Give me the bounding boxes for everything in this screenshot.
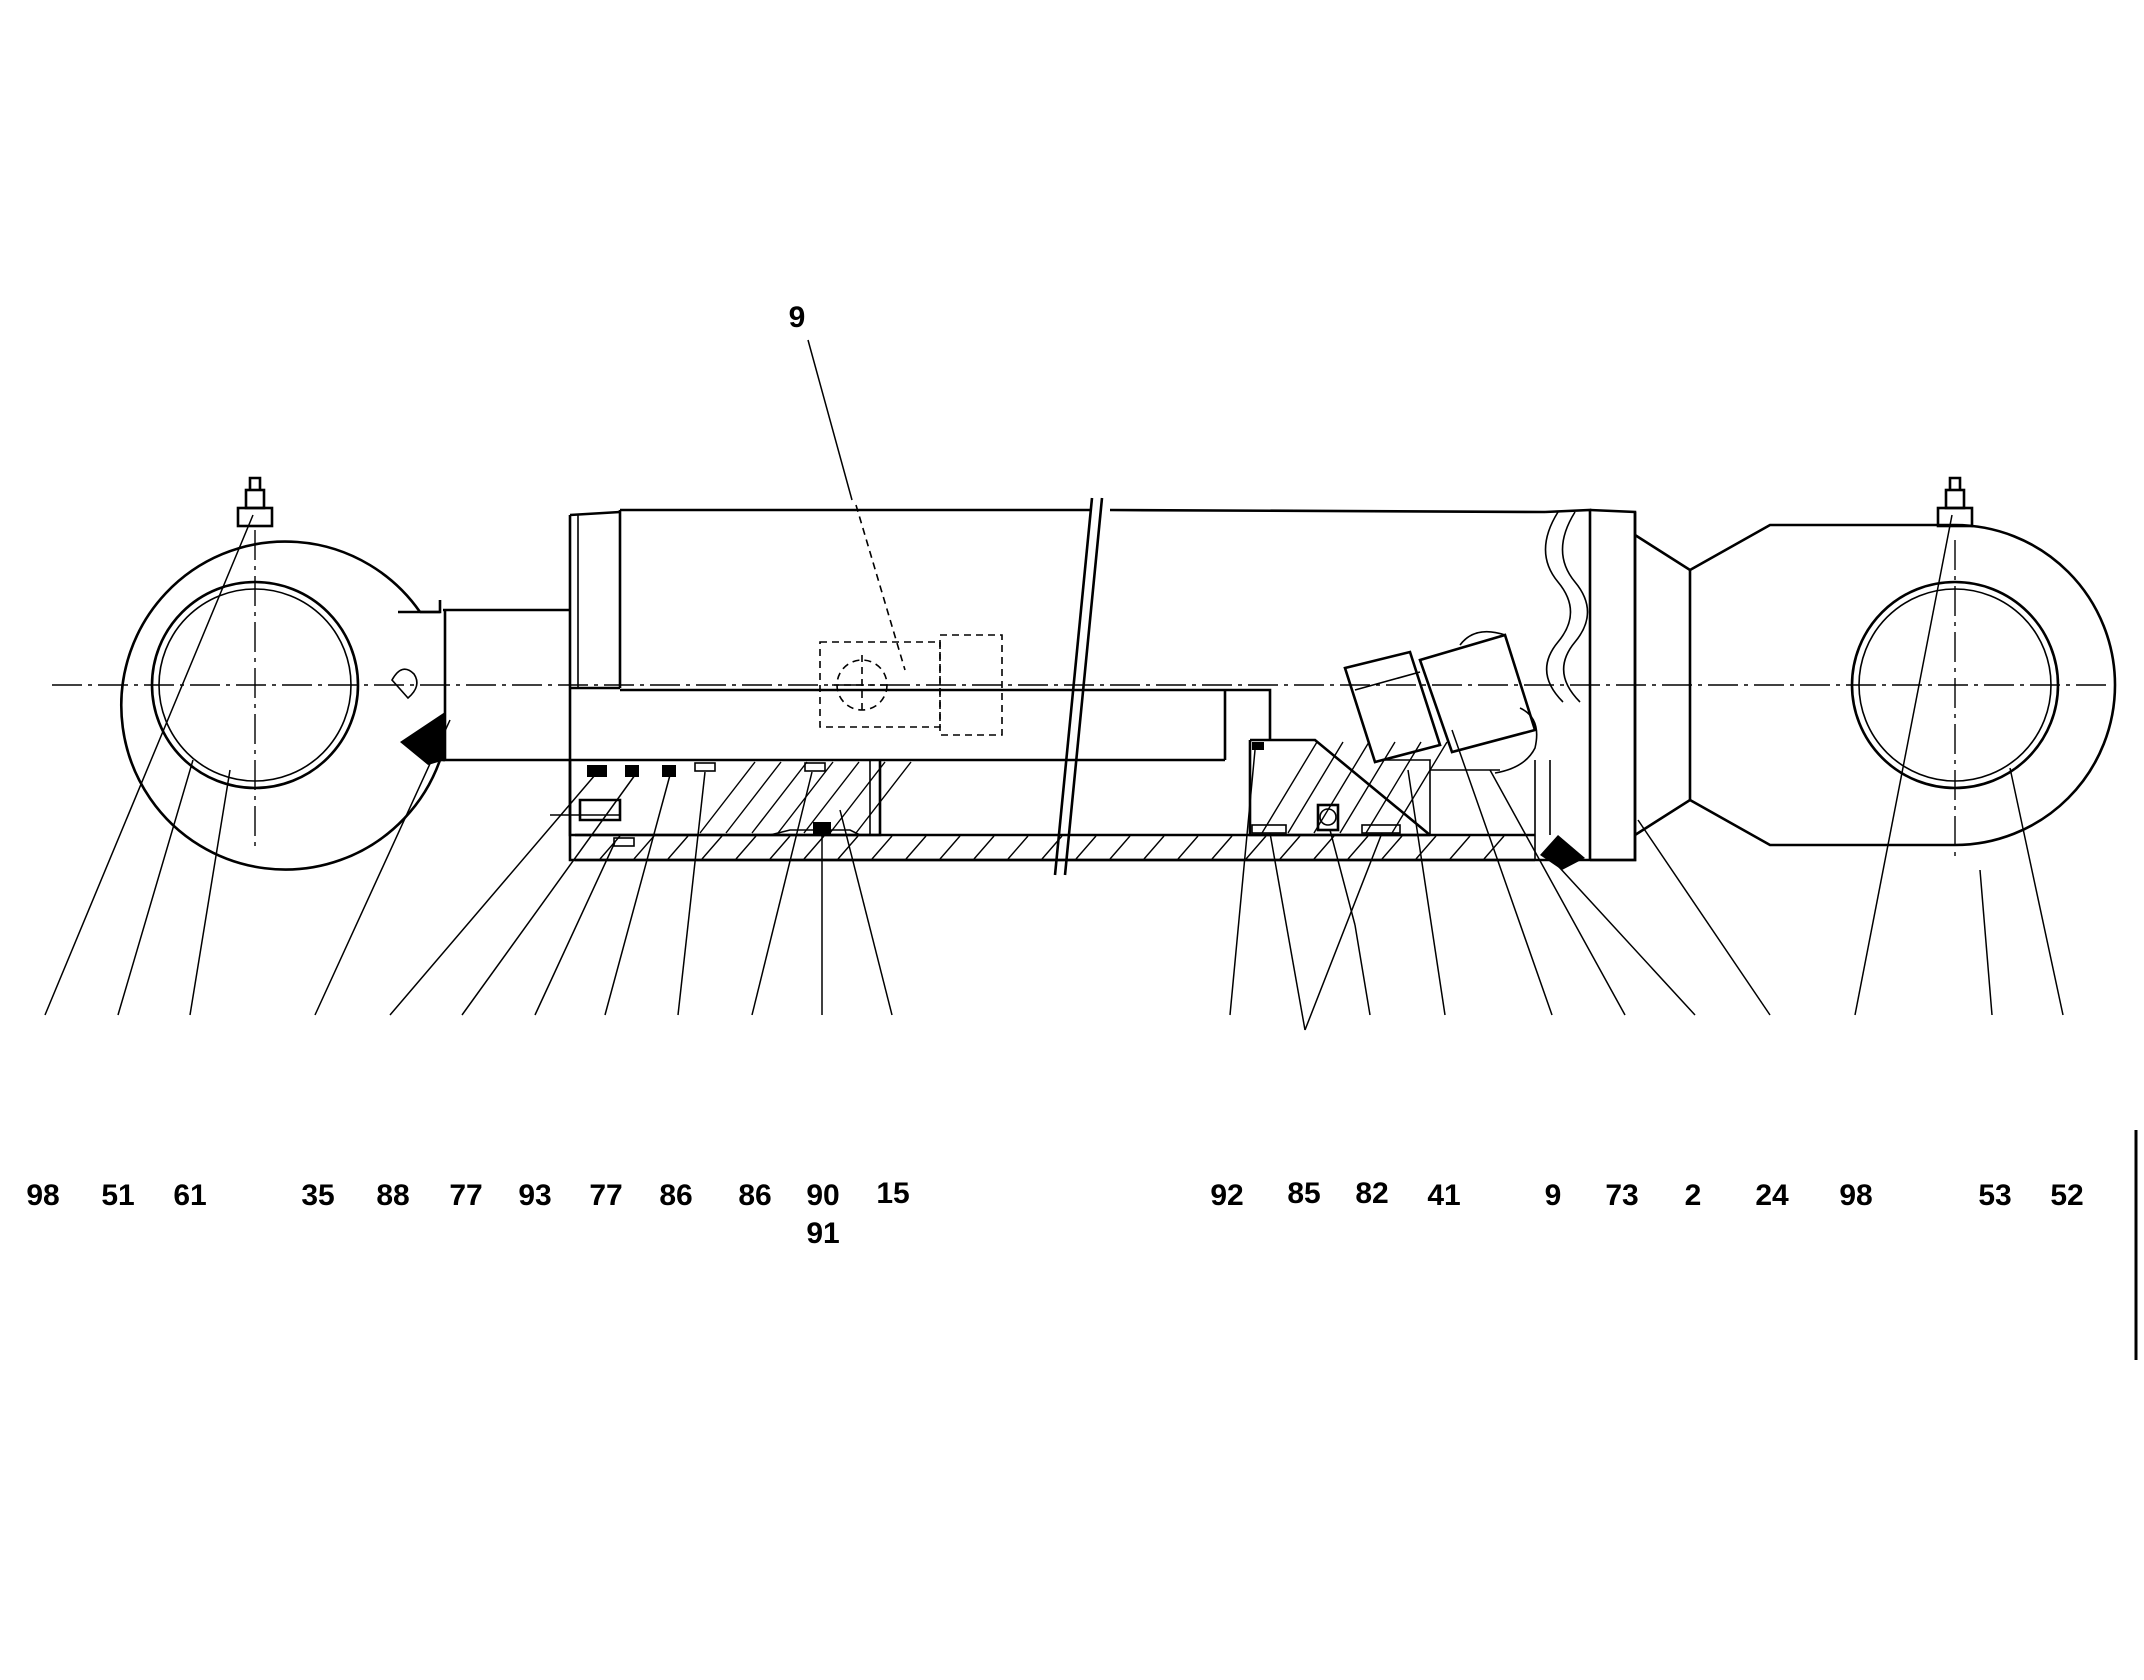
hatch-line xyxy=(803,835,825,860)
hatch-line xyxy=(1261,741,1318,834)
hatch-line xyxy=(599,835,621,860)
end-cap xyxy=(1540,508,1637,870)
inner-body xyxy=(1385,759,1551,860)
cylinder-head xyxy=(550,760,882,837)
hatch-line xyxy=(1287,741,1344,834)
hatch-line xyxy=(701,835,723,860)
callout-85: 85 xyxy=(1287,1177,1320,1210)
hatch-line xyxy=(1177,835,1199,860)
callout-51: 51 xyxy=(101,1179,134,1212)
hatch-line xyxy=(735,835,757,860)
cylinder-barrel xyxy=(568,497,1637,876)
callout-98-right: 98 xyxy=(1839,1179,1872,1212)
piston xyxy=(1223,688,1431,837)
hatch-line xyxy=(667,835,689,860)
grease-nipple-right xyxy=(1936,476,1974,528)
callout-90: 90 xyxy=(806,1179,839,1212)
hatch-line xyxy=(725,761,782,834)
hatch-line xyxy=(1313,835,1335,860)
callout-9-bottom: 9 xyxy=(1545,1179,1562,1212)
piston-rod xyxy=(443,608,1225,762)
callout-15: 15 xyxy=(876,1177,909,1210)
hatch-line xyxy=(1245,835,1267,860)
hatch-line xyxy=(855,761,912,834)
piston-hatching xyxy=(1261,741,1448,834)
hatch-line xyxy=(1449,835,1471,860)
hatch-line xyxy=(939,835,961,860)
hatch-line xyxy=(973,835,995,860)
callout-52: 52 xyxy=(2050,1179,2083,1212)
grease-nipple-left xyxy=(236,476,274,528)
seals-right xyxy=(1251,742,1401,834)
leader-lines xyxy=(44,339,2064,1031)
hatch-line xyxy=(803,761,860,834)
hatch-line xyxy=(699,761,756,834)
hatch-line xyxy=(1143,835,1165,860)
callout-82: 82 xyxy=(1355,1177,1388,1210)
callout-91: 91 xyxy=(806,1217,839,1250)
hatch-line xyxy=(1313,741,1370,834)
rod-eye-right xyxy=(1634,523,2117,847)
callout-77-b: 77 xyxy=(589,1179,622,1212)
callout-53: 53 xyxy=(1978,1179,2011,1212)
hatch-line xyxy=(905,835,927,860)
hatch-line xyxy=(1347,835,1369,860)
callout-86-b: 86 xyxy=(738,1179,771,1212)
hatch-line xyxy=(1415,835,1437,860)
hatch-line xyxy=(769,835,791,860)
hatch-line xyxy=(751,761,808,834)
callout-top-9: 9 xyxy=(789,301,806,334)
callout-61: 61 xyxy=(173,1179,206,1212)
hatch-line xyxy=(1391,741,1448,834)
callouts-bottom: 98 51 61 35 88 77 93 77 86 86 90 91 15 9… xyxy=(26,1177,2083,1250)
hose-fitting xyxy=(1343,630,1538,774)
callout-73: 73 xyxy=(1605,1179,1638,1212)
rod-eye-left xyxy=(120,540,445,871)
callout-86-a: 86 xyxy=(659,1179,692,1212)
hatch-line xyxy=(837,835,859,860)
hatch-line xyxy=(633,835,655,860)
hatch-line xyxy=(1381,835,1403,860)
hatch-line xyxy=(1007,835,1029,860)
hatch-line xyxy=(1365,741,1422,834)
callout-77-a: 77 xyxy=(449,1179,482,1212)
hatch-line xyxy=(829,761,886,834)
seals-left xyxy=(587,762,831,847)
callout-35: 35 xyxy=(301,1179,334,1212)
callout-2: 2 xyxy=(1685,1179,1702,1212)
hatch-line xyxy=(1279,835,1301,860)
hatch-line xyxy=(1041,835,1063,860)
callout-88: 88 xyxy=(376,1179,409,1212)
callout-24: 24 xyxy=(1755,1179,1789,1212)
barrel-wall-hatching xyxy=(599,835,1505,860)
hatch-line xyxy=(1075,835,1097,860)
hatch-line xyxy=(1339,741,1396,834)
hatch-line xyxy=(1109,835,1131,860)
hatch-line xyxy=(871,835,893,860)
callout-98-left: 98 xyxy=(26,1179,59,1212)
port-hidden xyxy=(819,634,1003,736)
callout-92: 92 xyxy=(1210,1179,1243,1212)
callout-41: 41 xyxy=(1427,1179,1460,1212)
callout-93: 93 xyxy=(518,1179,551,1212)
hatch-line xyxy=(1211,835,1233,860)
